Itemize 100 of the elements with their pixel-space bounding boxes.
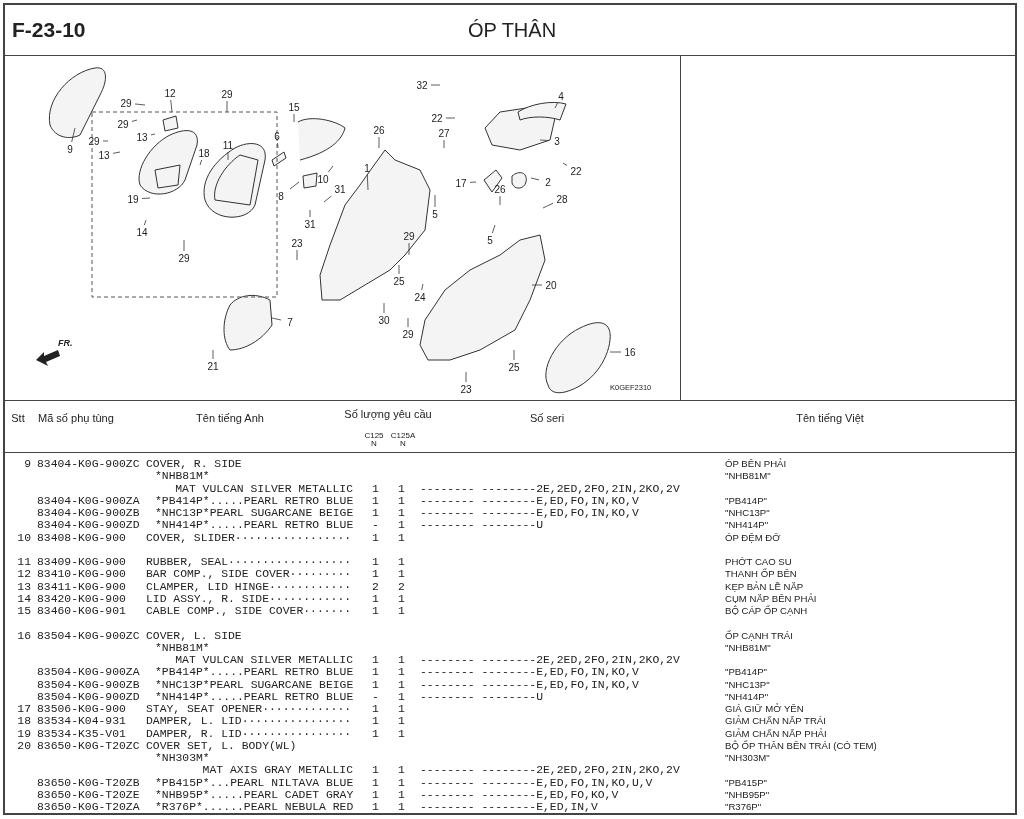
- vietnamese-name: BỘ CÁP ỐP CẠNH: [725, 605, 808, 617]
- quantity: 1: [372, 703, 379, 715]
- column-header: Số seri: [529, 412, 565, 424]
- part-number: 83411-K0G-900: [37, 580, 126, 593]
- leader-line: [491, 224, 496, 234]
- quantity: 1: [398, 764, 405, 777]
- part-name: *R376P*......PEARL NEBULA RED: [155, 801, 354, 813]
- callout-number: 8: [278, 190, 284, 202]
- part-number: 83408-K0G-900: [37, 531, 126, 544]
- part-number: 83504-K0G-900ZD: [37, 690, 140, 703]
- callout-number: 26: [494, 183, 506, 195]
- quantity: 2: [398, 580, 405, 593]
- leader-line: [530, 177, 540, 181]
- callout-number: 6: [274, 130, 280, 142]
- part-name: COVER, L. SIDE: [146, 629, 242, 642]
- leader-line: [542, 202, 554, 209]
- quantity: -: [372, 690, 379, 703]
- leader-line: [170, 99, 173, 113]
- quantity: 1: [398, 568, 405, 581]
- part-name: *PB414P*.....PEARL RETRO BLUE: [155, 666, 354, 679]
- callout-number: 27: [438, 127, 450, 139]
- quantity: 1: [372, 568, 379, 581]
- column-header: C125A N: [389, 432, 417, 448]
- part-number: 83504-K0G-900ZC: [37, 629, 140, 642]
- quantity: 1: [398, 494, 405, 507]
- quantity: 1: [372, 654, 379, 666]
- callout-number: 32: [416, 79, 428, 91]
- quantity: 1: [372, 556, 379, 568]
- part-number: 83410-K0G-900: [37, 568, 126, 581]
- quantity: 1: [398, 801, 405, 813]
- vietnamese-name: "NH414P": [725, 690, 769, 703]
- quantity: 1: [398, 776, 405, 789]
- part-number: 83650-K0G-T20ZE: [37, 788, 140, 801]
- leader-line: [421, 283, 424, 291]
- part-name: *NHC13P*PEARL SUGARCANE BEIGE: [155, 507, 354, 519]
- vietnamese-name: "PB414P": [725, 666, 767, 679]
- leader-line: [443, 139, 445, 149]
- leader-line: [102, 140, 109, 142]
- callout-number: 29: [402, 328, 414, 340]
- quantity: 1: [398, 678, 405, 691]
- quantity: 1: [398, 605, 405, 617]
- quantity: 1: [398, 788, 405, 801]
- leader-line: [469, 181, 477, 183]
- row-number: 14: [17, 592, 31, 605]
- leader-line: [323, 195, 332, 203]
- callout-number: 29: [117, 118, 129, 130]
- quantity: 1: [398, 519, 405, 532]
- row-number: 12: [17, 568, 31, 581]
- part-number: 83404-K0G-900ZD: [37, 519, 140, 532]
- column-header: Stt: [11, 412, 25, 424]
- part-name: *NHC13P*PEARL SUGARCANE BEIGE: [155, 678, 354, 691]
- vietnamese-name: BỘ ỐP THÂN BÊN TRÁI (CÓ TEM): [725, 739, 877, 752]
- callout-number: 26: [373, 124, 385, 136]
- quantity: 1: [372, 727, 379, 740]
- callout-number: 31: [334, 183, 346, 195]
- row-number: 15: [17, 605, 31, 617]
- leader-line: [383, 302, 385, 314]
- leader-line: [539, 139, 549, 141]
- leader-line: [271, 317, 282, 321]
- quantity: 1: [398, 531, 405, 544]
- leader-line: [513, 349, 515, 361]
- column-header: Tên tiếng Việt: [796, 412, 864, 424]
- leader-line: [112, 151, 121, 154]
- leader-line: [277, 142, 279, 149]
- quantity: 1: [372, 678, 379, 691]
- callout-number: 4: [558, 90, 564, 102]
- row-number: 9: [24, 458, 31, 470]
- vietnamese-name: "R376P": [725, 801, 762, 813]
- vietnamese-name: GIÁ GIỮ MỞ YÊN: [725, 703, 804, 715]
- leader-line: [562, 162, 568, 166]
- leader-line: [407, 317, 409, 328]
- quantity: 1: [398, 556, 405, 568]
- part-name: COVER, SLIDER·················: [146, 531, 352, 544]
- callout-number: 5: [487, 234, 493, 246]
- page-title: ÓP THÂN: [467, 19, 557, 42]
- part-number: 83534-K04-931: [37, 715, 126, 728]
- serial-range: -------- --------E,ED,IN,V: [420, 801, 598, 813]
- quantity: 1: [372, 788, 379, 801]
- vietnamese-name: THANH ỐP BÊN: [725, 568, 797, 581]
- part-name: BAR COMP., SIDE COVER·········: [146, 568, 352, 581]
- leader-line: [430, 84, 441, 86]
- leader-line: [366, 174, 369, 191]
- quantity: 1: [372, 776, 379, 789]
- part-name: MAT VULCAN SILVER METALLIC: [175, 654, 353, 666]
- row-number: 20: [17, 739, 31, 752]
- part-name: *NH414P*.....PEARL RETRO BLUE: [155, 690, 354, 703]
- serial-range: -------- --------U: [420, 519, 544, 532]
- callout-number: 28: [556, 193, 568, 205]
- row-number: 17: [17, 703, 31, 715]
- quantity: 1: [398, 715, 405, 728]
- quantity: 1: [398, 507, 405, 519]
- callout-number: 3: [554, 135, 560, 147]
- quantity: 1: [372, 531, 379, 544]
- vietnamese-name: GIẢM CHẤN NẮP PHẢI: [725, 727, 827, 740]
- serial-range: -------- --------E,ED,FO,IN,KO,U,V: [420, 776, 653, 789]
- leader-line: [408, 242, 410, 256]
- leader-line: [434, 194, 436, 208]
- vietnamese-name: "NH303M": [725, 752, 770, 764]
- callout-number: 29: [178, 252, 190, 264]
- part-name: *NHB81M*: [155, 470, 210, 483]
